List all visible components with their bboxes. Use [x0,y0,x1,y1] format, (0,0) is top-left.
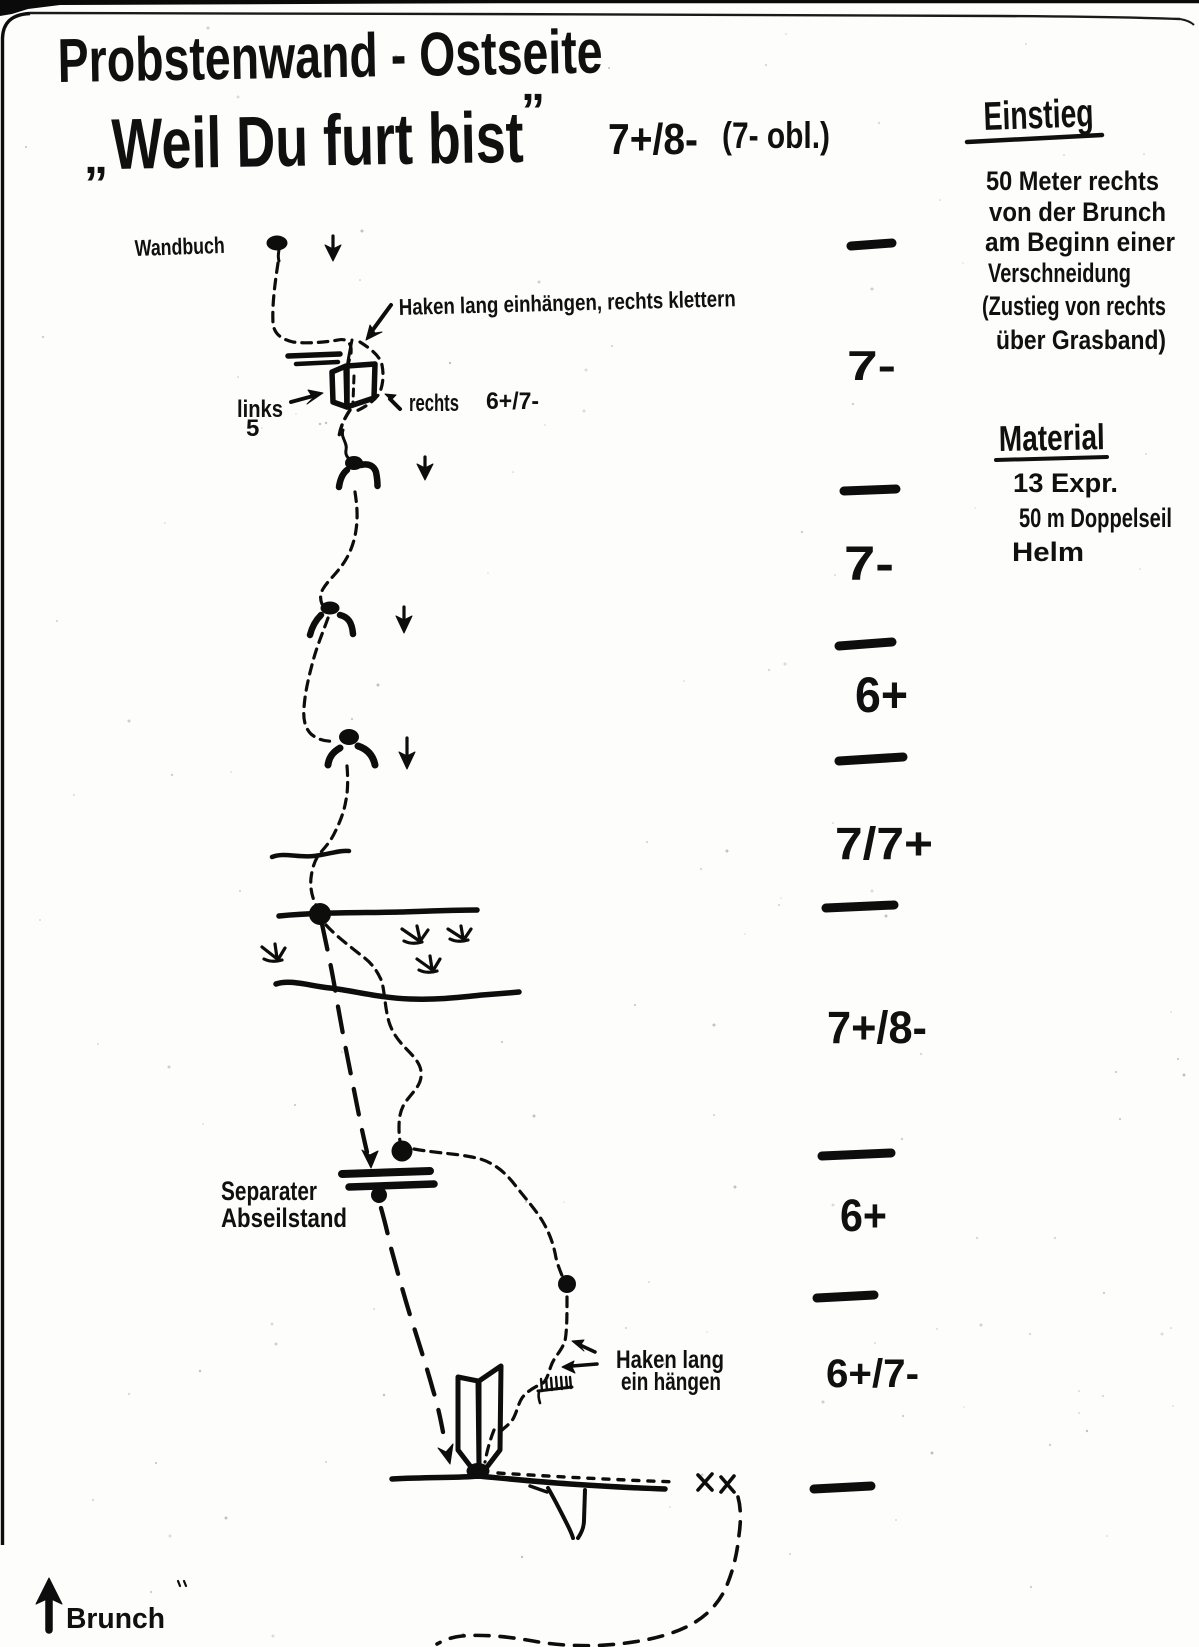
svg-text:Helm: Helm [1012,537,1084,567]
svg-text:von der Brunch: von der Brunch [989,197,1166,227]
svg-text:6+/7-: 6+/7- [486,388,539,415]
svg-text:über Grasband): über Grasband) [996,325,1166,355]
svg-text:links: links [237,396,283,423]
svg-text:Haken lang: Haken lang [616,1346,724,1374]
svg-text:5: 5 [246,415,259,442]
svg-text:7-: 7- [844,538,894,591]
svg-text:(Zustieg von rechts: (Zustieg von rechts [982,291,1166,321]
svg-text:Abseilstand: Abseilstand [221,1203,347,1233]
svg-text:Einstieg: Einstieg [983,91,1094,139]
svg-text:ein hängen: ein hängen [621,1368,721,1396]
svg-text:Verschneidung: Verschneidung [988,258,1131,288]
svg-text:rechts: rechts [409,390,459,417]
svg-text:Separater: Separater [221,1176,317,1206]
svg-text:6+: 6+ [840,1190,887,1241]
svg-text:7-: 7- [847,342,896,389]
svg-text:am Beginn einer: am Beginn einer [985,227,1175,257]
svg-text:”: ” [521,85,545,138]
svg-text:Weil Du furt bist: Weil Du furt bist [111,98,524,185]
svg-text:„: „ [84,131,108,184]
svg-text:Brunch: Brunch [66,1603,165,1635]
svg-text:Wandbuch: Wandbuch [134,232,225,261]
svg-text:Material: Material [998,416,1105,459]
svg-text:7+/8-: 7+/8- [608,115,698,164]
svg-text:7/7+: 7/7+ [835,818,933,869]
svg-text:50 m Doppelseil: 50 m Doppelseil [1019,503,1172,533]
svg-text:(7- obl.): (7- obl.) [722,115,830,156]
svg-text:Probstenwand - Ostseite: Probstenwand - Ostseite [57,17,603,96]
svg-text:6+: 6+ [855,667,908,723]
svg-text:6+/7-: 6+/7- [826,1352,919,1396]
svg-text:7+/8-: 7+/8- [827,1002,927,1053]
svg-text:13 Expr.: 13 Expr. [1013,468,1118,498]
svg-text:50 Meter rechts: 50 Meter rechts [986,166,1159,196]
svg-text:Haken lang einhängen, rechts k: Haken lang einhängen, rechts klettern [398,285,736,320]
